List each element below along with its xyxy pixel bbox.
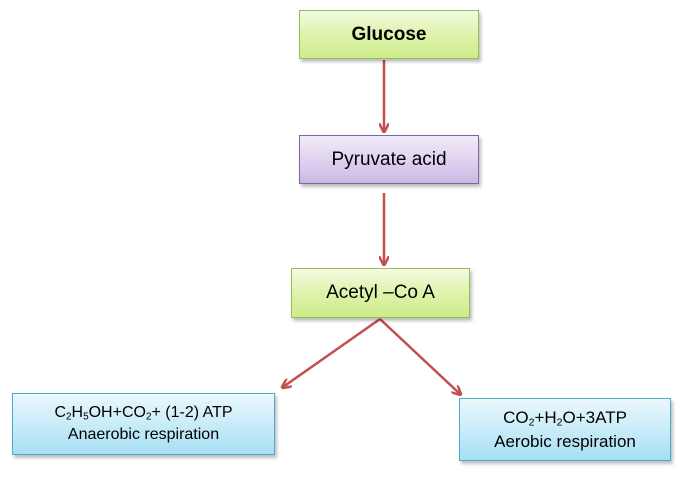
anaerobic-node: C2H5OH+CO2+ (1-2) ATP Anaerobic respirat… [12, 393, 275, 455]
formula-subscript: 2 [556, 416, 563, 429]
formula-subscript: 2 [66, 411, 72, 423]
formula-subscript: 2 [145, 411, 152, 423]
acetyl-coa-node: Acetyl –Co A [291, 268, 470, 318]
formula-text: O+3ATP [562, 407, 627, 427]
aerobic-node: CO2+H2O+3ATP Aerobic respiration [459, 398, 671, 461]
formula-text: + (1-2) ATP [151, 404, 233, 421]
glucose-node: Glucose [299, 10, 479, 59]
pyruvate-label: Pyruvate acid [331, 148, 447, 170]
formula-subscript: 2 [528, 416, 535, 429]
arrow-acetyl-to-anaerobic [283, 317, 381, 387]
anaerobic-label: Anaerobic respiration [67, 426, 220, 443]
formula-text: CO [503, 407, 529, 427]
pyruvate-node: Pyruvate acid [299, 135, 479, 184]
formula-subscript: 5 [83, 411, 89, 423]
arrow-acetyl-to-aerobic [379, 318, 460, 394]
aerobic-formula: CO2+H2O+3ATP [503, 406, 627, 430]
glucose-label: Glucose [351, 23, 427, 45]
formula-text: +H [534, 407, 557, 427]
formula-text: C [54, 404, 67, 421]
anaerobic-formula: C2H5OH+CO2+ (1-2) ATP [54, 402, 232, 424]
aerobic-label: Aerobic respiration [494, 431, 636, 451]
formula-text: OH+CO [88, 404, 146, 421]
acetyl-coa-label: Acetyl –Co A [326, 282, 435, 303]
formula-text: H [71, 404, 84, 421]
